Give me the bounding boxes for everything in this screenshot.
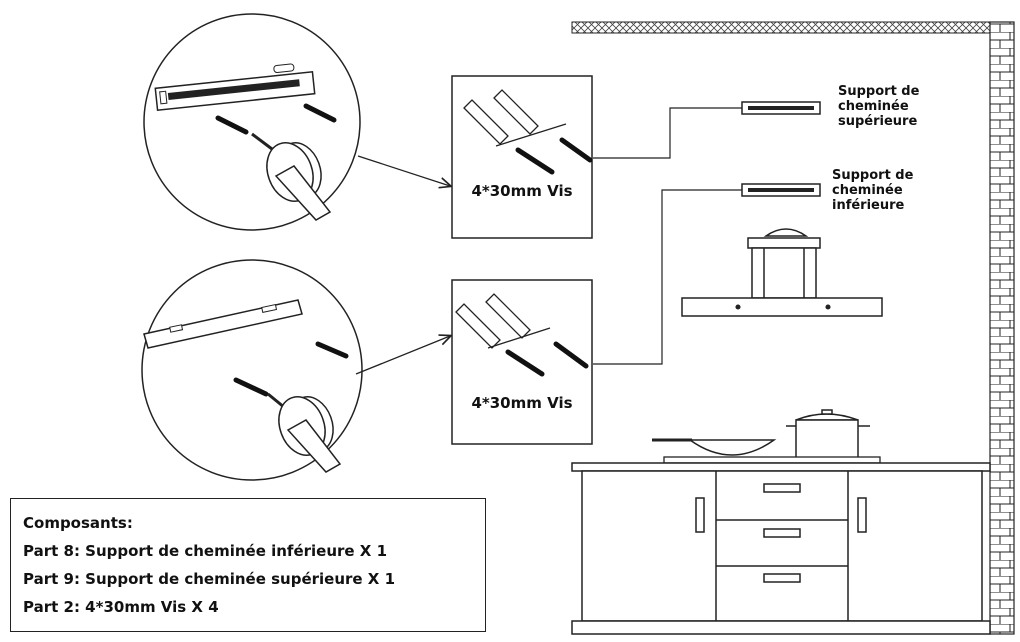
upper-support-label: Support de cheminée supérieure bbox=[838, 84, 920, 129]
brick-wall-icon bbox=[989, 21, 1015, 635]
arrow-lower bbox=[355, 336, 450, 375]
screwdriver-icon bbox=[251, 132, 332, 221]
bracket-icon bbox=[154, 63, 316, 112]
components-box: Composants: Part 8: Support de cheminée … bbox=[10, 498, 486, 632]
screw-icon bbox=[215, 103, 337, 135]
pot-icon bbox=[786, 409, 870, 459]
component-item: Part 8: Support de cheminée inférieure X… bbox=[23, 542, 388, 560]
components-title: Composants: bbox=[23, 514, 133, 532]
wall-anchor-icon bbox=[463, 89, 539, 145]
bracket-icon bbox=[143, 299, 303, 349]
detail-circle-lower bbox=[141, 259, 363, 481]
wall-anchor-icon bbox=[455, 293, 531, 349]
screw-caption-upper: 4*30mm Vis bbox=[471, 182, 573, 200]
connector-lower bbox=[593, 189, 742, 365]
screwdriver-icon bbox=[267, 392, 342, 473]
screw-icon bbox=[233, 341, 349, 397]
range-hood-icon bbox=[681, 228, 883, 317]
screw-caption-lower: 4*30mm Vis bbox=[471, 394, 573, 412]
connector-upper bbox=[593, 107, 742, 159]
screw-icon bbox=[515, 137, 593, 175]
detail-circle-upper bbox=[143, 13, 361, 231]
ceiling bbox=[571, 21, 991, 34]
lower-support-bracket bbox=[741, 183, 821, 197]
wok-icon bbox=[652, 438, 777, 456]
arrow-upper bbox=[357, 155, 450, 186]
kitchen-cabinet bbox=[571, 462, 991, 635]
cooktop bbox=[663, 456, 881, 464]
screw-box-upper bbox=[451, 75, 593, 239]
screw-icon bbox=[505, 341, 589, 377]
component-item: Part 9: Support de cheminée supérieure X… bbox=[23, 570, 396, 588]
screw-box-lower bbox=[451, 279, 593, 445]
upper-support-bracket bbox=[741, 101, 821, 115]
lower-support-label: Support de cheminée inférieure bbox=[832, 168, 914, 213]
component-item: Part 2: 4*30mm Vis X 4 bbox=[23, 598, 219, 616]
